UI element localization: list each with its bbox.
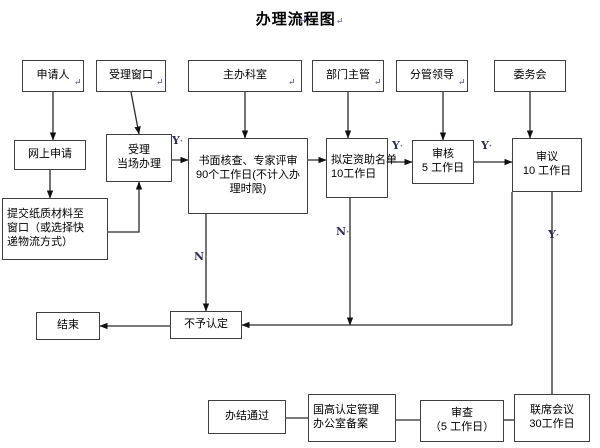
paragraph-mark-icon: ·	[488, 142, 492, 152]
branch-label-text: Y	[548, 228, 556, 241]
edge-window-to-accept	[130, 91, 141, 135]
mark-window: ↵	[156, 78, 164, 88]
paragraph-mark-icon: ·	[399, 142, 403, 152]
node-text-line: 审议	[536, 151, 558, 164]
lane-header-division-leader: 分管领导	[396, 60, 468, 92]
node-not-recognized: 不予认定	[170, 311, 242, 339]
mark-division: ↵	[458, 78, 466, 88]
paragraph-mark-icon: ·	[346, 228, 350, 238]
node-text-line: 5 工作日	[421, 162, 465, 174]
node-national-hi-tech-filing: 国高认定管理办公室备案	[308, 394, 396, 442]
mark-applicant: ↵	[74, 78, 82, 88]
paragraph-mark-icon: ·	[179, 137, 183, 147]
branch-y-review-to-deliberation: Y·	[481, 139, 492, 152]
node-text-line: 90个工作日(不计入办	[196, 169, 300, 182]
lane-header-committee-meeting: 委务会	[494, 60, 566, 92]
node-text-line: 结束	[57, 319, 79, 332]
node-text-line: 受理	[128, 144, 150, 157]
node-text-line: 当场办理	[117, 158, 161, 170]
node-text-line: 部门主管	[326, 69, 370, 82]
branch-y-accept-to-review: Y·	[172, 134, 183, 147]
node-submit-paper-materials: 提交纸质材料至窗口（或选择快递物流方式）	[2, 198, 108, 260]
node-completed-passed: 办结通过	[208, 400, 286, 434]
node-examination-5-days: 审查（5 工作日）	[420, 400, 504, 442]
page-title-text: 办理流程图	[255, 10, 336, 28]
branch-label-text: Y	[481, 139, 489, 152]
lane-header-acceptance-window: 受理窗口	[96, 60, 166, 92]
node-text-line: 委务会	[513, 69, 547, 82]
node-text-line: 不予认定	[184, 318, 228, 331]
node-text-line: 办结通过	[225, 410, 269, 423]
node-text-line: 联席会议	[530, 404, 574, 417]
node-text-line: 分管领导	[410, 69, 454, 82]
node-text-line: 受理窗口	[109, 69, 153, 82]
branch-label-text: N	[194, 250, 205, 263]
node-text-line: 窗口（或选择快	[7, 222, 84, 235]
node-text-line: 提交纸质材料至	[7, 208, 84, 221]
node-text-line: 办公室备案	[313, 418, 368, 430]
branch-label-text: Y	[172, 134, 180, 147]
node-text-line: 网上申请	[28, 148, 72, 161]
node-text-line: 递物流方式）	[7, 235, 73, 248]
branch-y-draft-to-review: Y·	[392, 139, 403, 152]
node-text-line: 30工作日	[529, 418, 575, 430]
node-text-line: 拟定资助名单	[331, 154, 397, 167]
paragraph-mark-icon: ↵	[335, 17, 345, 27]
node-text-line: 主办科室	[223, 69, 267, 82]
node-text-line: （5 工作日）	[429, 421, 495, 433]
page-title: 办理流程图↵	[0, 8, 600, 29]
lane-header-host-section: 主办科室	[188, 60, 302, 92]
paragraph-mark-icon: ·	[204, 253, 208, 263]
branch-label-text: N	[336, 225, 347, 238]
branch-y-deliberation-down: Y·	[548, 228, 559, 241]
node-accept-on-site: 受理当场办理	[106, 134, 172, 182]
node-end: 结束	[36, 312, 100, 340]
lane-header-applicant: 申请人	[22, 60, 84, 92]
edge-submit-to-accept	[108, 181, 143, 233]
node-text-line: 审查	[451, 407, 473, 420]
node-online-application: 网上申请	[14, 140, 86, 170]
node-text-line: 理时限)	[229, 182, 267, 195]
node-text-line: 审核	[432, 148, 454, 161]
edge-layer	[46, 91, 553, 421]
paragraph-mark-icon: ·	[555, 231, 559, 241]
mark-host: ↵	[288, 78, 296, 88]
node-text-line: 10工作日	[331, 168, 377, 180]
branch-n-draft-list: N·	[336, 225, 349, 238]
node-text-line: 书面核查、专家评审	[198, 155, 298, 168]
lane-header-department-head: 部门主管	[312, 60, 384, 92]
node-text-line: 国高认定管理	[313, 404, 379, 417]
node-text-line: 10 工作日	[522, 165, 572, 177]
branch-n-written-review: N·	[194, 250, 207, 263]
node-text-line: 申请人	[36, 69, 70, 82]
branch-label-text: Y	[392, 139, 400, 152]
mark-dept: ↵	[374, 78, 382, 88]
mark-title: ↵	[299, 16, 307, 26]
